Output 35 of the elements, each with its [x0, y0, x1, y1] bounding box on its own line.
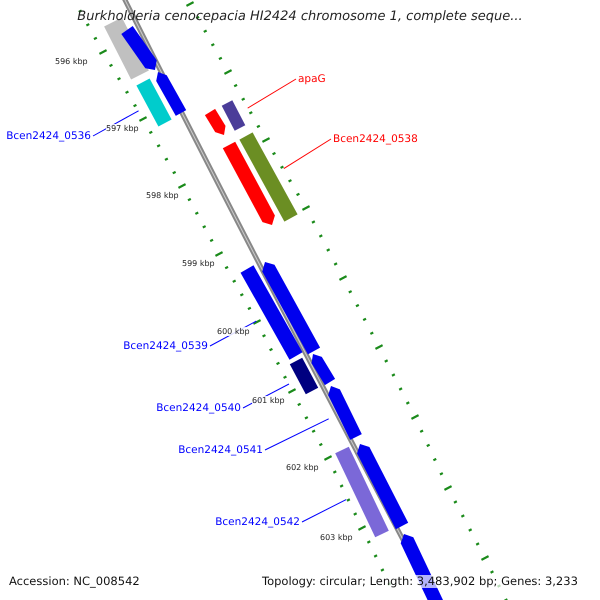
gene-segment: [222, 142, 275, 225]
gene-label: Bcen2424_0538: [333, 132, 418, 146]
gene-segment: [328, 386, 362, 440]
gene-segment: [136, 78, 172, 126]
leader-line: [283, 138, 332, 170]
gene-label: Bcen2424_0541: [178, 444, 263, 456]
scale-label: 603 kbp: [320, 533, 353, 542]
leader-line: [247, 78, 296, 109]
gene-segment: [121, 26, 157, 70]
gene-segment: [204, 108, 226, 135]
leader-line: [92, 110, 140, 136]
leader-line: [302, 499, 347, 522]
footer-text: Topology: circular; Length: 3,483,902 bp; Genes: 3,233: [262, 575, 578, 588]
gene-label: Bcen2424_0539: [123, 340, 208, 352]
gene-segment: [290, 358, 318, 394]
map-title: Burkholderia cenocepacia HI2424 chromosome 1, complete seque...: [76, 9, 524, 24]
scale-label: 601 kbp: [252, 396, 285, 406]
gene-label: Bcen2424_0540: [156, 402, 241, 414]
gene-segment: [239, 132, 298, 222]
gene-segment: [312, 354, 336, 386]
gene-segment: [156, 72, 186, 116]
scale-label: 599 kbp: [182, 259, 215, 268]
scale-label: 602 kbp: [286, 463, 319, 472]
gene-segment: [222, 100, 246, 131]
scale-label: 600 kbp: [217, 327, 250, 336]
leader-line: [264, 418, 330, 450]
scale-label: 596 kbp: [55, 57, 88, 66]
gene-label: apaG: [298, 72, 326, 86]
gene-label: Bcen2424_0536: [6, 130, 91, 142]
scale-label: 597 kbp: [106, 124, 139, 134]
footer-text: Accession: NC_008542: [9, 575, 140, 588]
scale-label: 598 kbp: [146, 191, 179, 200]
gene-segment: [262, 262, 320, 354]
gene-label: Bcen2424_0542: [215, 516, 300, 528]
gene-segment: [357, 444, 408, 530]
